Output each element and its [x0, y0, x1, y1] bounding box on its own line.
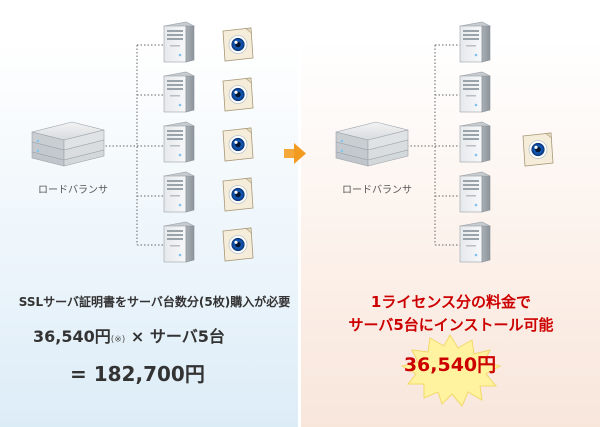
left-server-5-icon — [163, 221, 195, 263]
left-caption: SSLサーバ証明書をサーバ台数分(5枚)購入が必要 — [18, 295, 291, 309]
left-connection-lines — [102, 44, 164, 246]
right-connection-lines — [407, 44, 460, 246]
left-panel-multiple-certificates — [0, 0, 298, 427]
right-server-3-icon — [459, 121, 491, 163]
license-price: 36,540円 — [403, 354, 497, 376]
left-server-3-icon — [163, 121, 195, 163]
arrow-right-icon — [284, 143, 306, 164]
price-burst-shape — [400, 334, 502, 407]
right-certificate-icon — [522, 132, 554, 167]
unit-price: 36,540円 — [33, 327, 111, 346]
left-load-balancer-label: ロードバランサ — [38, 185, 108, 196]
total-price: = 182,700円 — [70, 362, 205, 386]
price-footnote-mark: (※) — [110, 335, 126, 345]
right-server-1-icon — [459, 21, 491, 63]
right-headline-line-1: 1ライセンス分の料金で — [370, 293, 532, 311]
right-load-balancer-label: ロードバランサ — [342, 185, 412, 196]
server-multiplier: × サーバ5台 — [125, 327, 225, 346]
right-server-4-icon — [459, 171, 491, 213]
left-server-1-icon — [163, 21, 195, 63]
right-server-5-icon — [459, 221, 491, 263]
left-certificate-1-icon — [222, 27, 254, 62]
left-load-balancer-icon — [31, 121, 105, 167]
right-headline-line-2: サーバ5台にインストール可能 — [348, 316, 554, 334]
left-server-2-icon — [163, 71, 195, 113]
price-calculation: 36,540円(※) × サーバ5台 — [33, 323, 225, 347]
left-certificate-5-icon — [222, 227, 254, 262]
left-server-4-icon — [163, 171, 195, 213]
left-certificate-2-icon — [222, 77, 254, 112]
right-load-balancer-icon — [335, 121, 409, 167]
left-certificate-4-icon — [222, 177, 254, 212]
right-server-2-icon — [459, 71, 491, 113]
left-certificate-3-icon — [222, 127, 254, 162]
